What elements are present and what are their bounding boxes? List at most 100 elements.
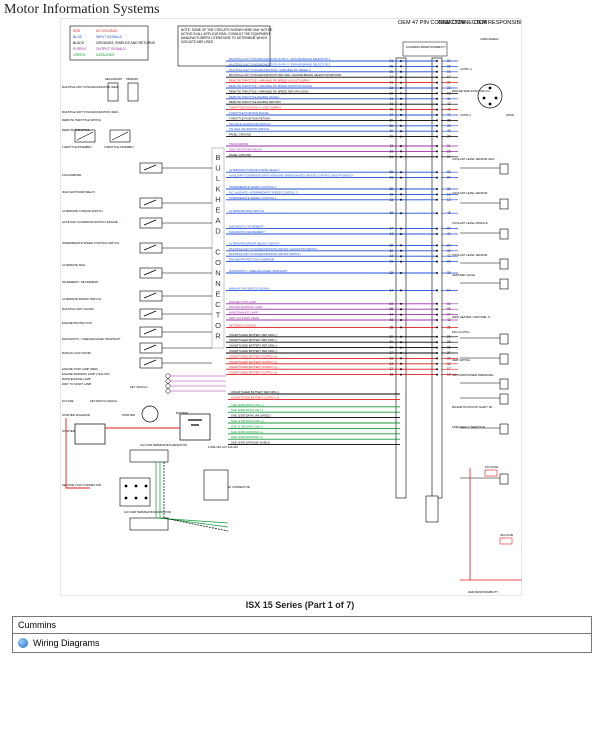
left-label: STARTER SOLENOID — [62, 413, 90, 417]
left-label: TACHOMETER — [62, 173, 81, 177]
wire-label: ALTERNATE IDLE SWITCH — [229, 209, 264, 213]
pin-dot-oem — [436, 155, 438, 158]
wire-label: REMOTE THROTTLE ENABLE RETURN — [229, 100, 281, 104]
left-label: MULTIPLE UNIT ON/OFF — [62, 307, 94, 311]
switch-lever — [143, 219, 157, 226]
lamp — [165, 373, 171, 379]
pin-dot — [400, 233, 402, 235]
pin-dot-oem — [436, 302, 438, 305]
pin-dot-oem — [436, 362, 438, 365]
pin-dot — [400, 244, 402, 247]
footer-link-row[interactable]: Wiring Diagrams — [13, 634, 591, 652]
sensor-body — [499, 353, 509, 365]
wire-runs: MULTIPLE UNIT SYNCHRONIZATION ID PIN 1 /… — [226, 57, 458, 446]
switch-body — [139, 342, 163, 354]
wire-label: UNSWITCHED BATTERY RETURN (-) — [229, 344, 277, 348]
pin-number: 17 — [389, 367, 393, 371]
wire-label: MULTIPLE UNIT SYNCHRONIZATION ID PIN 2 /… — [229, 62, 331, 66]
switch-body — [139, 267, 163, 279]
pin-number: 23 — [389, 91, 393, 95]
throttle-pedal — [76, 131, 94, 141]
pin-number: 41 — [389, 97, 393, 101]
wire-label: REMOTE THROTTLE / VARIABLE RS SPEED POSI… — [229, 84, 313, 88]
right-label: GRID HEATER / CENTINEL S… — [452, 315, 493, 319]
pin-dot — [400, 308, 402, 311]
left-label: ENGINE PROTECTION — [62, 321, 92, 325]
right-label: J1708 (-) — [460, 113, 471, 117]
footer-brand: Cummins — [13, 617, 591, 634]
bulkhead-letter: B — [215, 153, 220, 162]
pin-dot-oem — [436, 368, 438, 371]
bulkhead-letter: A — [215, 216, 220, 225]
left-label: 5A FUSE — [62, 399, 74, 403]
wire-label: UNSWITCHED BATTERY SUPPLY (+) — [229, 365, 277, 369]
right-label: ENGINE SIDE DATA LINK CO… — [452, 89, 493, 93]
left-label: REMOTE THROTTLE — [62, 128, 90, 132]
right-label: 30A FUSE — [500, 533, 513, 537]
wire-label: PANEL GROUND — [229, 153, 251, 157]
bulkhead-letter: D — [215, 227, 221, 236]
right-label: MAGNETIC PICKUP SHAFT SP… — [452, 405, 495, 409]
left-label: MULTIPLE UNIT SYNCHRONIZATION IDEN… — [62, 85, 121, 89]
starter-solenoid — [74, 423, 106, 445]
lamp — [165, 388, 171, 394]
shorting-plug — [107, 82, 119, 102]
right-label: CENTINEL VALVE — [452, 273, 475, 277]
pin-dot — [400, 373, 402, 376]
pin-dot-oem — [436, 357, 438, 360]
left-components — [74, 82, 226, 394]
wire-label: DIAGNOSTIC / USER-ENGAGED SNAPSHOT — [229, 269, 288, 273]
wire-label: THROTTLE POSITION RETURN — [229, 116, 270, 120]
pin-number: 01 — [389, 59, 393, 63]
sensor-body — [499, 228, 509, 240]
left-label: THROTTLE ASSEMBLY — [62, 145, 92, 149]
left-label: MAINTENANCE LAMP — [62, 377, 91, 381]
service-pin — [124, 496, 128, 500]
oem-responsibility-header-text: OEM RESPONSIBILITY — [474, 20, 522, 26]
pin-dot — [400, 368, 402, 371]
wire-label: ALTERNATE DROOP SELECT SWITCH — [229, 241, 279, 245]
bulkhead-letter: N — [215, 269, 220, 278]
sensor-body — [499, 278, 509, 290]
pin-dot-oem — [436, 124, 438, 127]
legend-desc: DC VOLTAGE — [96, 29, 118, 33]
pin-number: 13 — [389, 198, 393, 202]
pin-dot — [400, 114, 402, 116]
switch-body — [139, 308, 163, 320]
pin-dot-oem — [436, 70, 438, 73]
pin-dot-oem — [436, 212, 438, 215]
pin-dot — [400, 103, 402, 106]
pin-number: 44 — [389, 232, 393, 236]
wiring-diagrams-link[interactable]: Wiring Diagrams — [33, 638, 100, 648]
wire-label: SAE J1708 DATA LINK (+) — [231, 419, 264, 423]
left-label: BATTERY — [176, 411, 189, 415]
left-label: 120 OHM TERMINATING RESISTOR — [140, 443, 187, 447]
left-label: FUSE 15A 12V 10A 24V — [208, 445, 238, 449]
bulkhead-letter: C — [215, 248, 221, 257]
legend-desc: GROUNDS, SHIELDS AND RETURNS — [96, 41, 156, 45]
bulkhead-letter: T — [216, 311, 221, 320]
pin-dot-oem — [436, 352, 438, 354]
pin-dot-oem — [436, 244, 438, 247]
pin-dot-oem — [436, 108, 438, 111]
legend-desc: INPUT SIGNALS — [96, 35, 122, 39]
pin-dot-oem — [436, 193, 438, 196]
pin-number: 01 — [389, 176, 393, 180]
switch-lever — [143, 328, 157, 335]
wire-label: REMOTE THROTTLE ENABLE SIGNAL — [229, 95, 280, 99]
pin-dot — [400, 176, 402, 179]
pin-dot-oem — [436, 319, 438, 321]
left-label: INCREMENT / DECREMENT — [62, 280, 99, 284]
legend-color-name: RED — [73, 29, 81, 33]
pin-dot-oem — [436, 255, 438, 258]
page-title: Motor Information Systems — [4, 2, 160, 17]
switch-body — [139, 217, 163, 229]
left-label: MANUAL FAN ON/OFF — [62, 351, 91, 355]
pin-dot-oem — [436, 150, 438, 153]
sensor-body — [499, 393, 509, 405]
datalink-harness — [159, 462, 229, 528]
wire-label: IDLE SHUTDOWN RELAY — [229, 147, 262, 151]
left-label: SERVICE TOOL CONNECTOR — [62, 483, 101, 487]
pin-number: 11 — [390, 144, 394, 148]
